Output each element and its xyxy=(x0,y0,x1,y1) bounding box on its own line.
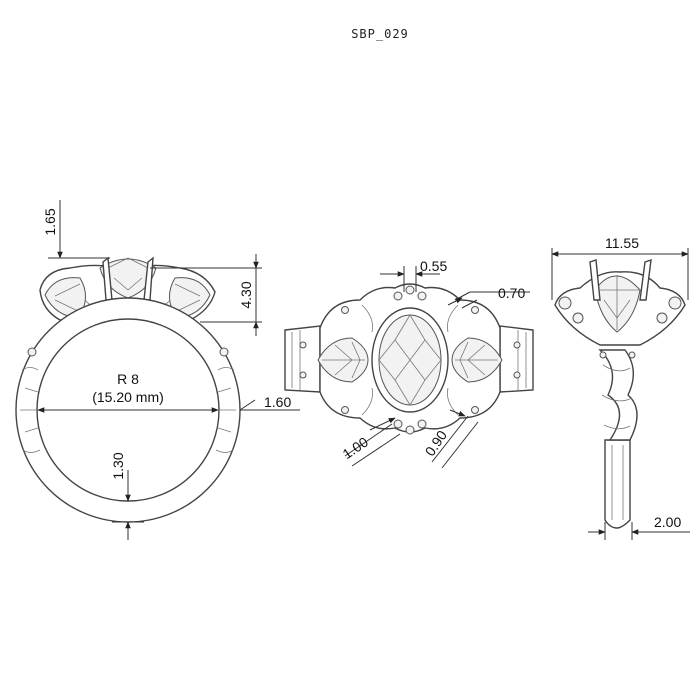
side-view: 11.55 2.00 xyxy=(551,235,690,540)
ring-diameter-label: (15.20 mm) xyxy=(92,389,164,405)
dim-overall-width-label: 11.55 xyxy=(605,235,639,251)
drawing-title: SBP_029 xyxy=(351,27,409,41)
dim-band-thickness-label: 1.30 xyxy=(110,452,126,479)
dim-shank-width-label: 2.00 xyxy=(654,514,681,530)
dim-top-height-label: 1.65 xyxy=(42,208,58,235)
top-view: 0.55 0.70 1.00 0.90 xyxy=(284,258,534,469)
dim-lower-left-label: 1.00 xyxy=(339,433,371,462)
dim-setting-height-label: 4.30 xyxy=(238,281,254,308)
dim-band-side-label: 1.60 xyxy=(264,394,291,410)
dim-top-gap-label: 0.55 xyxy=(420,258,447,274)
front-view: 1.65 4.30 R 8 (15.20 mm) 1.60 1.30 xyxy=(15,200,300,540)
dim-side-gap-label: 0.70 xyxy=(498,285,525,301)
ring-size-label: R 8 xyxy=(117,371,139,387)
dim-lower-right-label: 0.90 xyxy=(422,427,451,459)
